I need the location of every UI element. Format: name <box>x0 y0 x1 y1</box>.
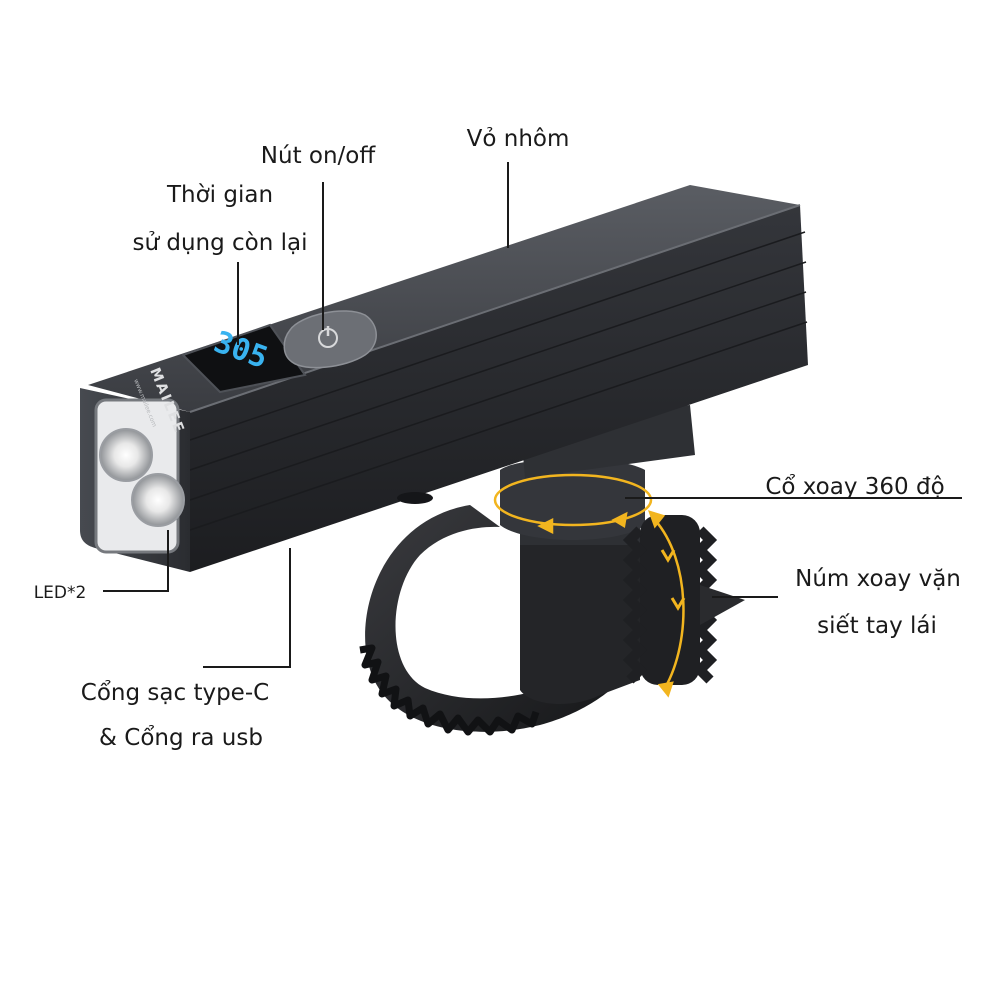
leader-lines <box>103 162 962 668</box>
rotation-arrow-neck <box>493 473 653 535</box>
shell-fins <box>189 231 808 531</box>
label-remaining-time-2: sử dụng còn lại <box>132 230 307 256</box>
strap-ribs <box>359 644 540 736</box>
label-remaining-time-1: Thời gian <box>166 182 273 208</box>
leader-port <box>203 548 291 668</box>
led-2 <box>131 473 185 527</box>
label-power-button: Nút on/off <box>261 143 377 169</box>
clamp-pillar <box>520 520 640 705</box>
led-1 <box>99 428 153 482</box>
remaining-time-display: 305 <box>181 323 307 394</box>
aluminum-shell-side <box>190 205 808 572</box>
label-port-1: Cổng sạc type-C <box>81 680 269 706</box>
power-button[interactable] <box>283 310 377 369</box>
rotation-arrow-knob <box>647 510 686 698</box>
label-port-2: & Cổng ra usb <box>99 725 263 751</box>
label-swivel-neck: Cổ xoay 360 độ <box>765 474 944 500</box>
knob <box>622 515 745 685</box>
label-knob-1: Núm xoay vặn <box>795 566 961 592</box>
label-aluminum-shell: Vỏ nhôm <box>467 126 570 152</box>
leader-led <box>103 530 169 592</box>
label-led: LED*2 <box>34 583 87 603</box>
labels: Thời gian sử dụng còn lại Nút on/off Vỏ … <box>34 126 961 751</box>
label-knob-2: siết tay lái <box>817 613 937 639</box>
light-body: MAILEE www.mailee.com 305 <box>80 185 808 572</box>
handlebar-mount <box>359 405 745 736</box>
port-cover <box>397 492 433 504</box>
